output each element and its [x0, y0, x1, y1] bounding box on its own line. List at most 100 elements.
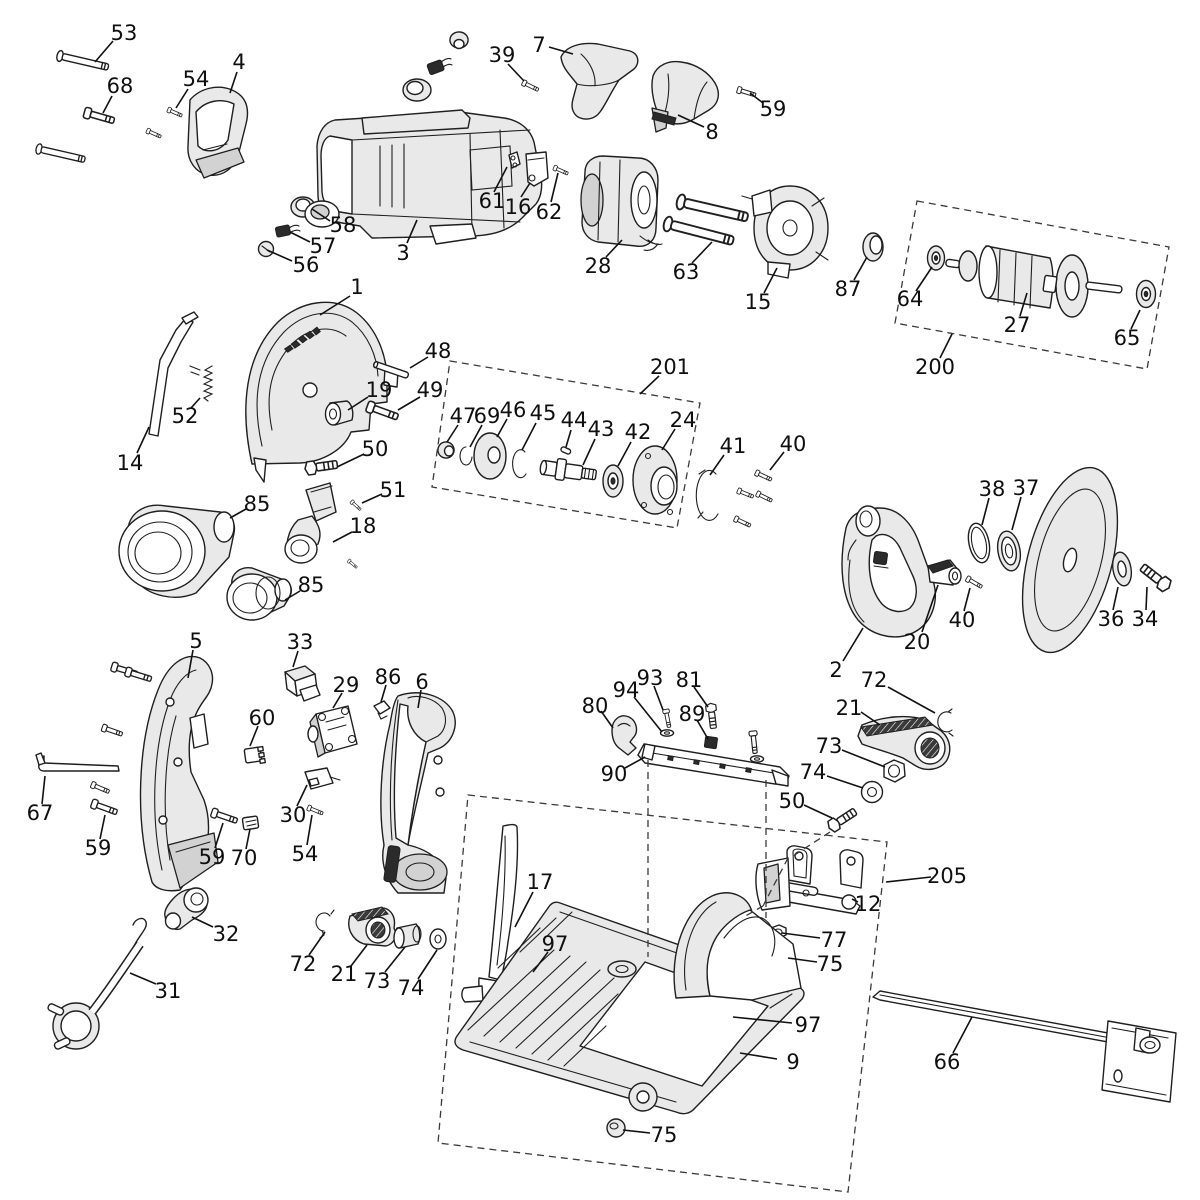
part-number-label: 97 — [795, 1013, 822, 1037]
part-number-label: 27 — [1004, 313, 1031, 337]
dashed-guide — [741, 905, 764, 919]
leader-line — [332, 692, 343, 709]
leader-line — [550, 172, 559, 203]
leader-line — [532, 951, 549, 973]
leader-line — [332, 531, 353, 543]
leader-line — [885, 876, 932, 883]
part-number-label: 61 — [479, 189, 506, 213]
part-number-label: 29 — [333, 673, 360, 697]
part-60-terminal — [243, 745, 266, 764]
part-number-label: 201 — [650, 355, 690, 379]
part-number-label: 75 — [651, 1123, 678, 1147]
leader-line — [1019, 292, 1028, 317]
part-46-gear — [473, 432, 507, 480]
part-number-label: 59 — [85, 836, 112, 860]
part-number-label: 51 — [380, 478, 407, 502]
leader-line — [99, 814, 106, 840]
part-number-label: 39 — [489, 43, 516, 67]
part-number-label: 21 — [331, 962, 358, 986]
part-number-label: 30 — [280, 803, 307, 827]
leader-line — [187, 649, 194, 679]
leader-line — [739, 1052, 778, 1060]
leader-line — [417, 949, 438, 980]
leader-line — [565, 429, 572, 448]
leader-line — [841, 749, 886, 768]
leader-line — [709, 454, 725, 476]
leader-line — [336, 453, 365, 468]
part-number-label: 1 — [350, 275, 363, 299]
part-number-label: 73 — [816, 734, 843, 758]
leader-line — [446, 424, 459, 443]
part-number-label: 205 — [927, 864, 967, 888]
leader-line — [190, 397, 201, 409]
leader-line — [229, 508, 247, 519]
part-65-bearing — [1135, 279, 1157, 309]
part-7-handle-cap — [560, 42, 639, 120]
dashed-box-armature-kit-200 — [894, 200, 1170, 370]
part-number-label: 20 — [904, 630, 931, 654]
part-number-label: 40 — [949, 608, 976, 632]
part-12-bevel-bracket — [755, 845, 864, 915]
part-saw-blade — [1021, 466, 1119, 654]
leader-line — [397, 396, 421, 411]
part-number-label: 45 — [530, 401, 557, 425]
leader-line — [600, 710, 614, 729]
leader-line — [514, 891, 534, 928]
leader-line — [769, 451, 785, 471]
leader-line — [749, 92, 764, 104]
part-number-label: 44 — [561, 408, 588, 432]
leader-line — [296, 784, 308, 807]
leader-line — [245, 828, 251, 850]
part-number-label: 50 — [362, 437, 389, 461]
part-number-label: 21 — [836, 696, 863, 720]
part-number-label: 9 — [786, 1050, 799, 1074]
part-number-label: 65 — [1114, 326, 1141, 350]
leader-line — [860, 711, 881, 726]
part-21-depth-lever — [857, 715, 951, 771]
screw-51b — [346, 558, 359, 570]
part-number-label: 59 — [760, 97, 787, 121]
screw-40d — [732, 515, 753, 529]
part-number-label: 54 — [183, 67, 210, 91]
part-number-label: 52 — [172, 404, 199, 428]
part-2-lower-guard — [841, 505, 936, 638]
part-number-label: 68 — [107, 74, 134, 98]
part-36-outer-flange — [1111, 551, 1133, 587]
leader-line — [94, 40, 114, 63]
leader-line — [311, 208, 331, 222]
leader-line — [1130, 309, 1141, 330]
dashed-guide — [762, 857, 789, 907]
leader-line — [582, 438, 596, 466]
part-31-power-cord — [47, 917, 147, 1050]
part-number-label: 90 — [601, 762, 628, 786]
part-73-nut — [883, 759, 906, 783]
screw-54x — [145, 127, 163, 140]
part-20-lever — [927, 559, 962, 586]
part-33-connector — [284, 665, 321, 702]
part-number-label: 33 — [287, 630, 314, 654]
part-number-label: 38 — [979, 477, 1006, 501]
leader-line — [129, 972, 157, 985]
screw-39 — [520, 79, 541, 94]
leader-line — [249, 725, 259, 747]
part-number-label: 56 — [293, 253, 320, 277]
part-30-latch — [304, 767, 341, 790]
part-5-handle-left — [139, 655, 219, 892]
part-number-label: 60 — [249, 706, 276, 730]
part-number-label: 32 — [213, 922, 240, 946]
part-number-label: 73 — [364, 969, 391, 993]
part-94-washer — [659, 729, 675, 737]
leader-line — [469, 424, 483, 448]
screw-h5c — [100, 723, 124, 739]
screw-40c — [754, 490, 774, 504]
leader-line — [319, 295, 351, 316]
parts-layer — [34, 31, 1177, 1138]
part-75-cap — [606, 1118, 626, 1138]
part-89-nut — [703, 735, 718, 750]
leader-line — [921, 584, 939, 633]
part-29-switch — [307, 705, 358, 758]
leader-line — [306, 814, 313, 846]
part-1-upper-guard — [245, 301, 399, 483]
part-number-label: 6 — [415, 670, 428, 694]
part-9-base-plate — [454, 892, 805, 1115]
